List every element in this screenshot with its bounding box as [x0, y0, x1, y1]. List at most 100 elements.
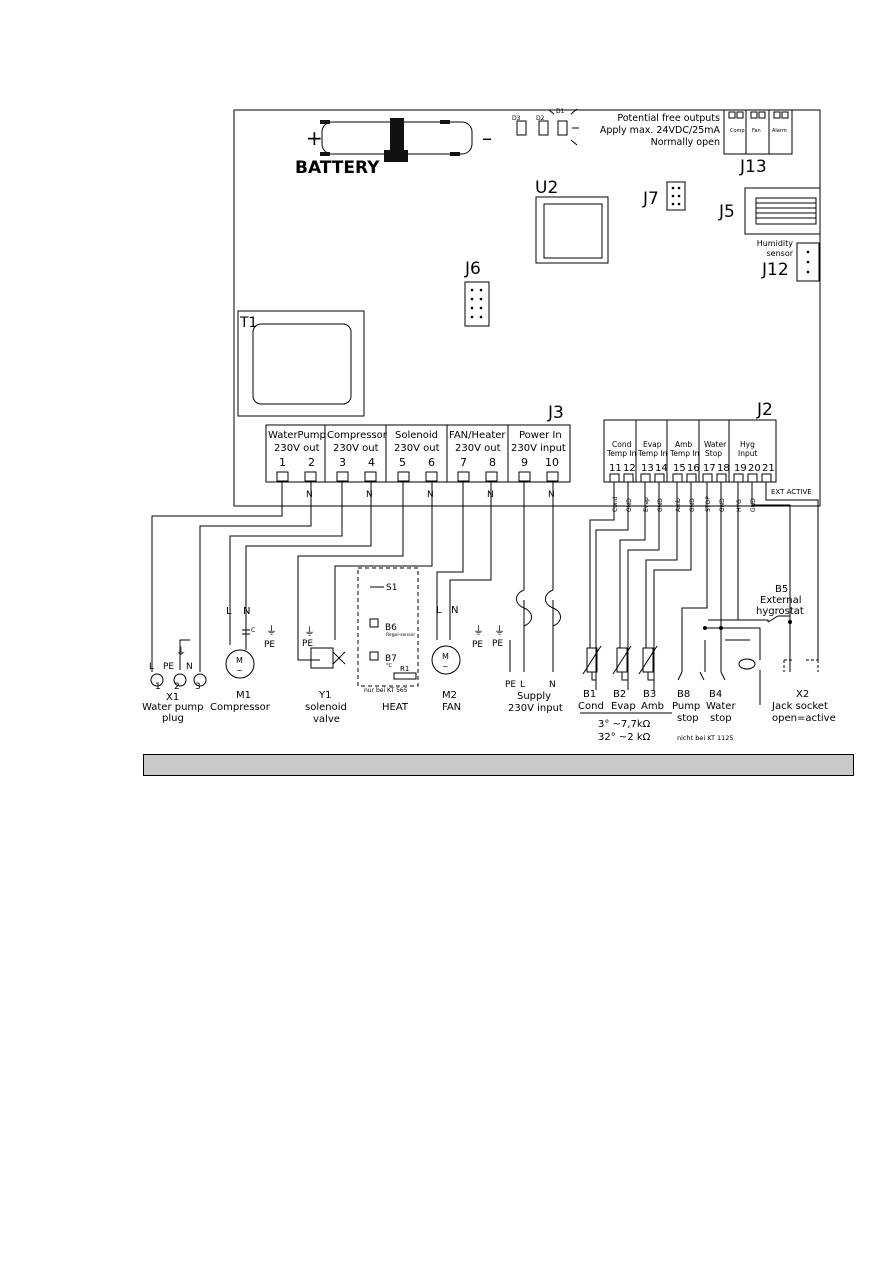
heat-b7: B7 — [385, 654, 397, 664]
pfo-line-1: Potential free outputs — [617, 113, 720, 124]
b1-label-1: B1 — [583, 689, 596, 700]
m1-compressor: M ~ L N C ⏚ PE M1 Compressor — [210, 606, 277, 713]
m1-motor-letter: M — [236, 656, 243, 665]
heat-note: nur bei KT 565 — [364, 687, 408, 694]
j13-label-alarm: Alarm — [772, 128, 787, 134]
tag-hyg: HYG — [736, 499, 743, 512]
y1-ground-icon: ⏚ — [304, 625, 315, 638]
j2-label: J2 — [756, 400, 773, 420]
battery-label: BATTERY — [295, 158, 380, 178]
j3-pin-9: 9 — [521, 456, 528, 469]
b4-label-3: stop — [710, 713, 732, 724]
m2-label-2: FAN — [442, 702, 461, 713]
b4-label-2: Water — [706, 701, 736, 712]
x1-label-2: Water pump — [142, 702, 204, 713]
j2-cond-1: Cond — [612, 440, 632, 449]
j3-pin-10: 10 — [545, 456, 559, 469]
supply-ground-icon: ⏚ — [494, 624, 505, 637]
j12-label: J12 — [761, 260, 789, 280]
ntc-value-1: 3° ~7,7kΩ — [598, 719, 651, 730]
tag-evap: Evap — [643, 497, 650, 512]
j3-group-solenoid-sub: 230V out — [394, 443, 440, 454]
t1-label: T1 — [239, 315, 257, 331]
battery-minus: – — [482, 126, 492, 150]
b3-label-2: Amb — [641, 701, 664, 712]
x1-num-3: 3 — [195, 682, 201, 692]
b5-label-1: B5 — [775, 584, 788, 595]
j5-connector: J5 — [718, 187, 821, 235]
j13-label: J13 — [739, 157, 767, 177]
j2-amb-1: Amb — [675, 440, 692, 449]
x1-label-1: X1 — [166, 692, 179, 703]
j2-evap-2: Temp In — [637, 449, 668, 458]
potential-free-outputs-note: Potential free outputs Apply max. 24VDC/… — [600, 113, 721, 148]
x1-ground-icon: ⏚ — [176, 646, 186, 658]
x1-water-pump-plug: ⏚ L PE N 1 2 3 X1 Water pump plug — [142, 639, 207, 724]
j3-group-fanheater-sub: 230V out — [455, 443, 501, 454]
m1-n: N — [243, 606, 250, 617]
b4-note: nicht bei KT 1125 — [677, 734, 734, 742]
tag-gnd-3: GND — [689, 498, 696, 512]
j2-evap-1: Evap — [643, 440, 662, 449]
tag-amb: Amb — [675, 498, 682, 512]
u2-label: U2 — [535, 178, 558, 198]
supply-l: L — [520, 680, 525, 690]
j3-pin-7: 7 — [460, 456, 467, 469]
m2-motor-letter: M — [442, 652, 449, 661]
j3-n-4: N — [487, 490, 494, 500]
j2-pin-21: 21 — [762, 463, 775, 474]
heat-label: HEAT — [382, 702, 409, 713]
j7-label: J7 — [642, 189, 659, 209]
x1-pin-n: N — [186, 662, 193, 672]
b1-label-2: Cond — [578, 701, 604, 712]
supply-input: ⏚ PE PE L N Supply 230V input — [492, 624, 563, 714]
b5-label-2: External — [760, 595, 802, 606]
x1-num-1: 1 — [155, 682, 161, 692]
tag-gnd-1: GND — [626, 498, 633, 512]
j3-pin-2: 2 — [308, 456, 315, 469]
j3-terminal-block: J3 WaterPump 230V out Compressor 230V ou… — [265, 403, 571, 500]
humidity-label-2: sensor — [766, 249, 793, 258]
ntc-value-2: 32° ~2 kΩ — [598, 732, 651, 743]
j5-label: J5 — [718, 202, 735, 222]
j3-group-waterpump-sub: 230V out — [274, 443, 320, 454]
heat-r1: R1 — [400, 665, 409, 673]
b2-label-1: B2 — [613, 689, 626, 700]
m2-ground-icon: ⏚ — [473, 624, 484, 637]
heat-b6: B6 — [385, 623, 397, 633]
b4-label-1: B4 — [709, 689, 722, 700]
m2-n: N — [451, 605, 458, 616]
j3-n-1: N — [306, 490, 313, 500]
m2-l: L — [436, 605, 442, 616]
heat-b7-note: °C — [386, 663, 393, 669]
x2-label-2: Jack socket — [771, 701, 828, 712]
j12-connector: Humidity sensor J12 — [757, 239, 820, 282]
y1-label-2: solenoid — [305, 702, 347, 713]
j2-cond-2: Temp In — [606, 449, 637, 458]
j2-pin-19: 19 — [734, 463, 747, 474]
led-label-d2: D2 — [536, 115, 545, 122]
j3-pin-3: 3 — [339, 456, 346, 469]
j3-group-solenoid: Solenoid — [395, 430, 438, 441]
ntc-sensors: B1 Cond B2 Evap B3 Amb 3° ~7,7kΩ 32° ~2 … — [578, 645, 672, 743]
tag-cond: Cond — [612, 496, 619, 512]
j2-amb-2: Temp In — [669, 449, 700, 458]
supply-pe2: PE — [492, 639, 503, 649]
b8-label-2: Pump — [672, 701, 700, 712]
x1-pin-pe: PE — [163, 662, 174, 672]
j2-pin-14: 14 — [655, 463, 668, 474]
j3-group-compressor: Compressor — [327, 430, 388, 441]
j2-pin-15: 15 — [673, 463, 686, 474]
y1-solenoid-valve: ⏚ PE Y1 solenoid valve — [302, 625, 347, 725]
j3-pin-1: 1 — [279, 456, 286, 469]
b5-hygrostat-and-x2-jack: B5 External hygrostat X2 Jack socket ope… — [756, 584, 836, 724]
tag-gnd-2: GND — [657, 498, 664, 512]
m2-ac-icon: ~ — [442, 662, 449, 671]
j3-label: J3 — [547, 403, 564, 423]
heat-s1: S1 — [386, 583, 397, 593]
j2-hyg-2: Input — [738, 449, 757, 458]
heat-b6-note: Regel-sensor — [386, 632, 415, 638]
supply-label-1: Supply — [517, 691, 551, 702]
m2-fan: M ~ L N ⏚ PE M2 FAN — [431, 605, 484, 713]
